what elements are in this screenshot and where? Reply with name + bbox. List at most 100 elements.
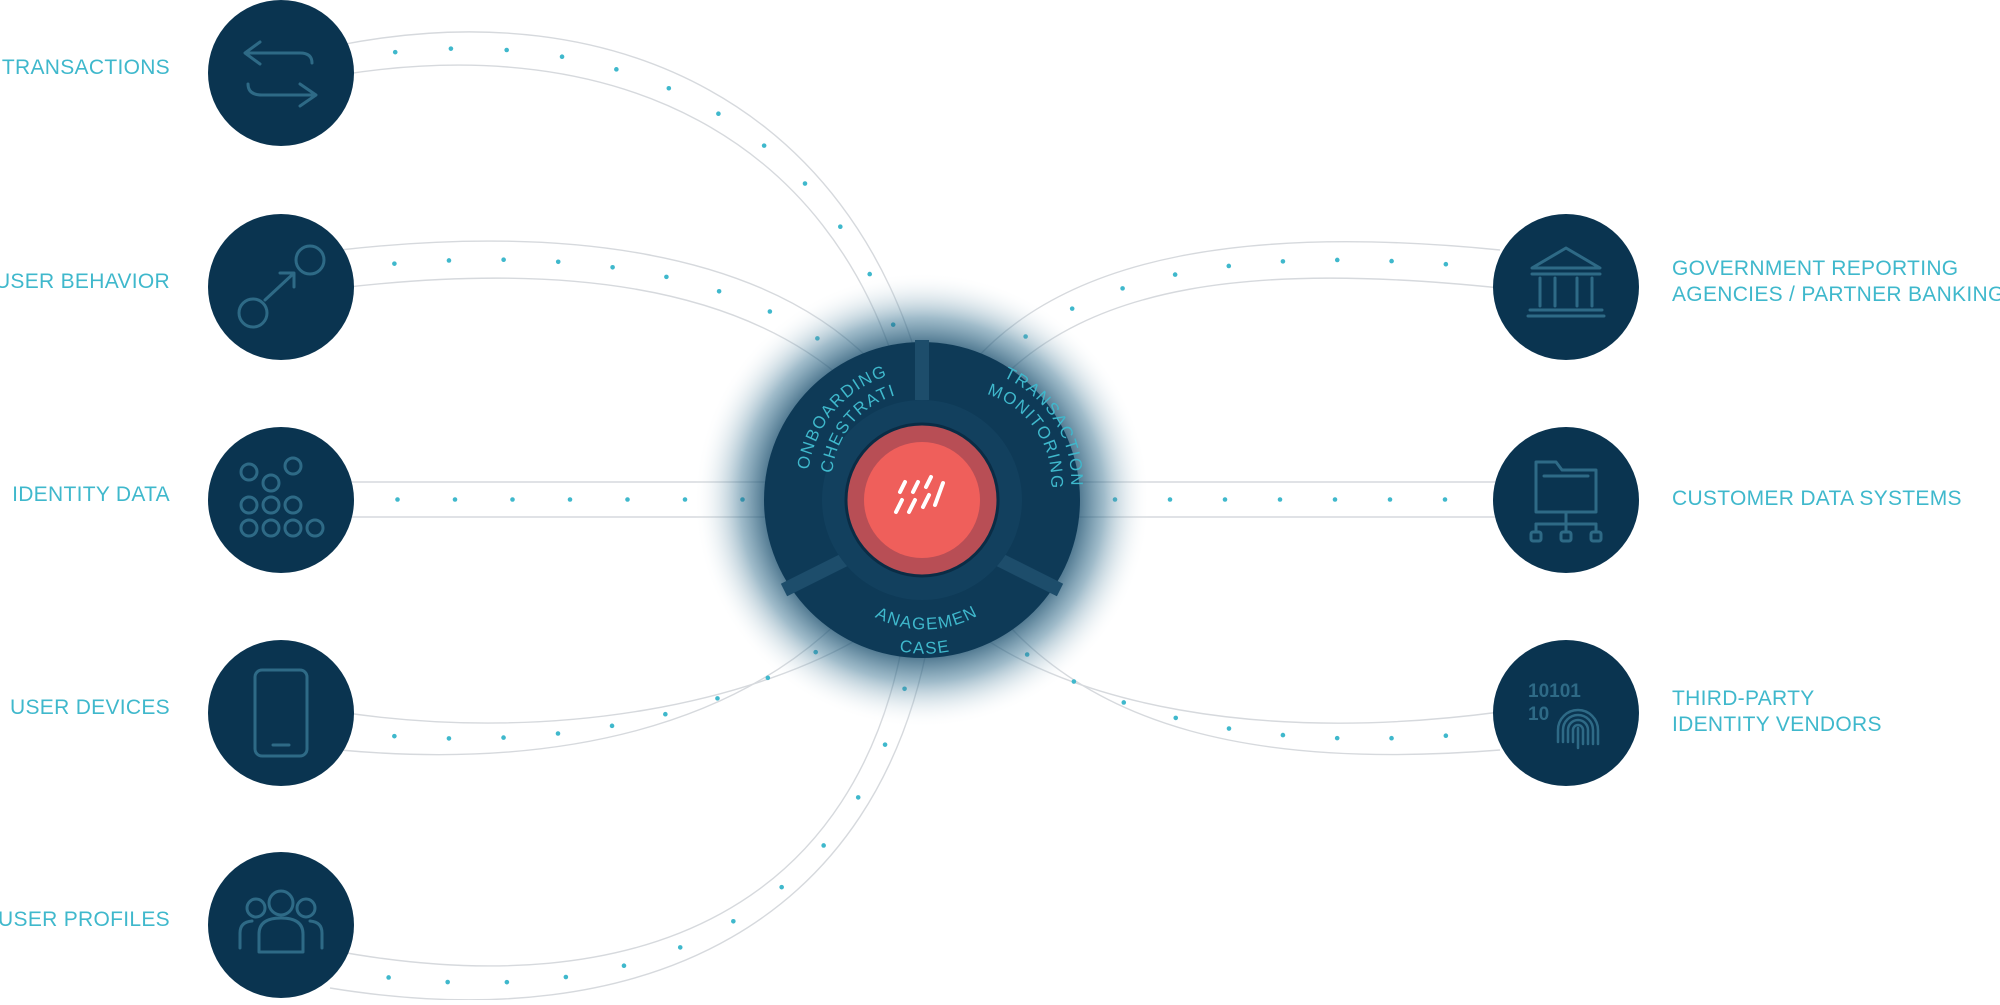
flow-dot	[1173, 715, 1179, 721]
flow-dot	[1120, 286, 1125, 291]
flow-dot	[779, 884, 784, 890]
label-government-reporting: GOVERNMENT REPORTING AGENCIES / PARTNER B…	[1672, 256, 2000, 308]
flow-dot	[716, 111, 721, 117]
flow-dot	[614, 67, 619, 72]
flow-dot	[1226, 726, 1232, 731]
label-line: THIRD-PARTY	[1672, 687, 1815, 710]
node-transactions	[208, 0, 354, 146]
flow-dot	[1443, 733, 1449, 739]
label-identity-data: IDENTITY DATA	[12, 483, 170, 506]
flow-dot	[567, 497, 573, 502]
flow-dot	[1280, 259, 1286, 264]
flow-dot	[1389, 735, 1394, 741]
flow-dot	[715, 696, 720, 701]
flow-dot	[392, 261, 397, 266]
flow-dot	[682, 497, 688, 502]
flow-dot	[555, 731, 561, 736]
label-line: GOVERNMENT REPORTING	[1672, 257, 1959, 280]
flow-dot	[392, 733, 397, 739]
flow-dot	[501, 735, 506, 740]
flow-dot	[452, 497, 458, 502]
slash-logo-icon	[894, 475, 945, 514]
flow-dot	[767, 309, 773, 314]
flow-dot	[1332, 497, 1338, 502]
flow-dot	[1334, 257, 1340, 263]
flow-dot	[1389, 258, 1394, 264]
flow-dot	[664, 274, 669, 280]
flow-dot	[761, 143, 767, 148]
node-user-devices	[208, 640, 354, 786]
node-government-reporting	[1493, 214, 1639, 360]
flow-dot	[731, 918, 736, 924]
hub-segment-label-case-management: CASE	[899, 636, 952, 657]
flow-dot	[1071, 679, 1077, 684]
label-line: CUSTOMER DATA SYSTEMS	[1672, 487, 1962, 510]
flow-dot	[1277, 497, 1283, 502]
node-identity-data	[208, 427, 354, 573]
flow-dot	[1226, 263, 1232, 269]
user-group-icon	[238, 889, 324, 954]
flow-dot	[666, 85, 672, 91]
flow-dot	[1443, 261, 1449, 267]
segment-divider	[780, 553, 848, 597]
label-line: IDENTITY VENDORS	[1672, 713, 1882, 736]
flow-dot	[1387, 497, 1393, 502]
node-user-profiles	[208, 852, 354, 998]
flow-dot	[445, 979, 450, 985]
label-line: AGENCIES / PARTNER BANKING	[1672, 283, 2000, 306]
label-customer-data-systems: CUSTOMER DATA SYSTEMS	[1672, 486, 1962, 512]
flow-dot	[802, 181, 808, 186]
flow-dot	[1172, 272, 1178, 277]
flow-dot	[510, 497, 515, 502]
flow-dot	[765, 675, 771, 681]
flow-dot	[821, 843, 826, 848]
flow-dot	[867, 271, 873, 277]
flow-dot	[855, 795, 861, 800]
flow-dot	[1442, 497, 1448, 502]
flow-dot	[1222, 497, 1228, 502]
flow-dot	[563, 974, 569, 980]
flow-dot	[610, 265, 615, 270]
node-user-behavior	[208, 214, 354, 360]
binary-text: 10101	[1528, 681, 1581, 702]
flow-dot	[386, 975, 391, 980]
flow-dot	[625, 497, 630, 502]
path-nodes-icon	[237, 244, 326, 329]
flow-dot	[1334, 735, 1340, 741]
flow-dot	[716, 288, 722, 294]
dot-grid-icon	[239, 456, 325, 538]
bank-icon	[1526, 246, 1606, 318]
flow-dot	[446, 736, 452, 741]
smartphone-icon	[253, 668, 309, 758]
track-user-profiles	[329, 629, 906, 967]
flow-dot	[1167, 497, 1173, 502]
fingerprint-binary-icon	[1556, 708, 1600, 750]
label-third-party-vendors: THIRD-PARTY IDENTITY VENDORS	[1672, 686, 1882, 738]
flow-dot	[663, 711, 668, 717]
flow-dot	[448, 46, 454, 51]
folder-network-icon	[1529, 460, 1603, 543]
swap-arrows-icon	[243, 40, 318, 108]
flow-dot	[1121, 700, 1127, 705]
flow-dot	[677, 945, 683, 950]
flow-dot	[446, 258, 452, 263]
label-user-devices: USER DEVICES	[10, 696, 170, 719]
flow-dot	[1069, 306, 1075, 311]
flow-dot	[1280, 732, 1286, 738]
flow-dot	[609, 723, 615, 729]
label-transactions: TRANSACTIONS	[1, 56, 170, 79]
label-user-behavior: USER BEHAVIOR	[0, 270, 170, 293]
flow-dot	[501, 257, 506, 263]
flow-dot	[882, 742, 888, 747]
flow-dot	[838, 224, 843, 229]
flow-dot	[555, 259, 561, 265]
label-user-profiles: USER PROFILES	[0, 908, 170, 931]
flow-dot	[395, 497, 400, 502]
binary-text: 10	[1528, 704, 1549, 725]
flow-dot	[621, 963, 627, 969]
track-transactions	[339, 31, 923, 376]
